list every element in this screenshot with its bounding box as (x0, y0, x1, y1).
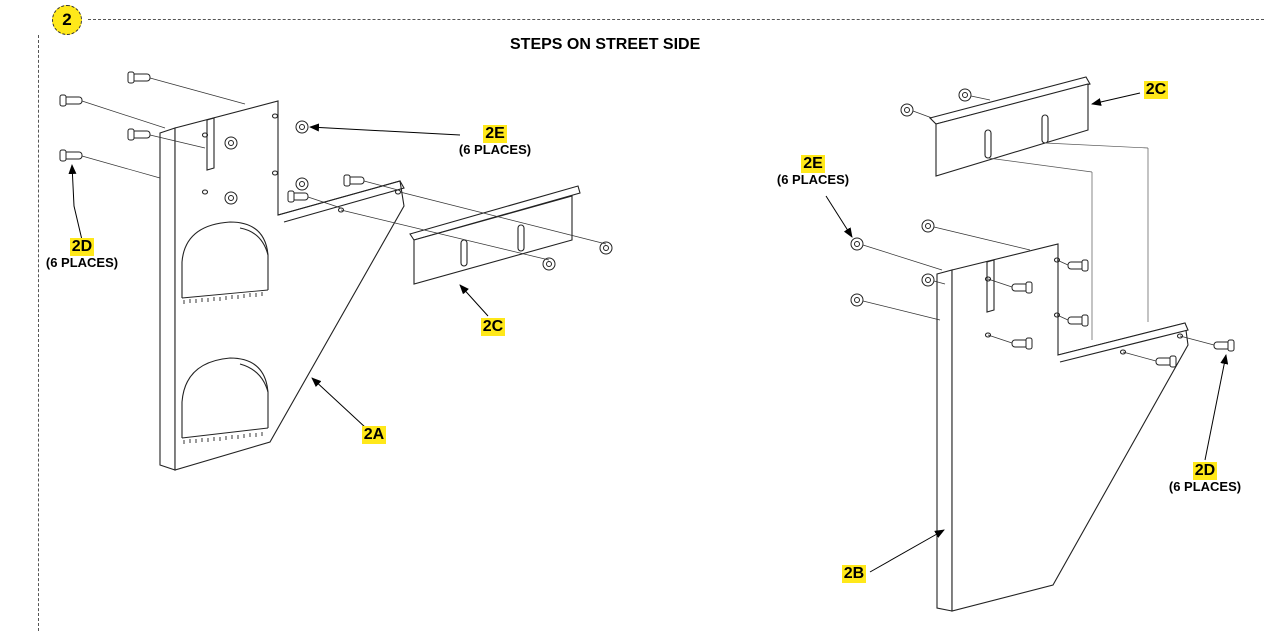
assembly-lines-right-long (987, 142, 1149, 340)
frame-border-top (88, 19, 1264, 20)
callout-id: 2E (483, 125, 507, 144)
callout-2e-left: 2E (6 PLACES) (440, 125, 550, 158)
leader-arrows-right (825, 92, 1229, 573)
bolts-2d-left (59, 71, 365, 203)
callout-2e-right: 2E (6 PLACES) (758, 155, 868, 188)
frame-border-left (38, 35, 39, 631)
bracket-2c-left (409, 185, 581, 285)
callout-id: 2B (841, 565, 867, 584)
nuts-2e-left (224, 120, 613, 271)
callout-id: 2A (361, 426, 387, 445)
diagram-title: STEPS ON STREET SIDE (510, 36, 701, 53)
callout-2c-right: 2C (1136, 81, 1176, 100)
bracket-2a (159, 100, 405, 471)
callout-id: 2C (1143, 81, 1169, 100)
bolts-2d-right (1011, 259, 1235, 368)
nuts-2e-right (850, 88, 972, 307)
callout-note: (6 PLACES) (1168, 479, 1242, 495)
callout-id: 2D (1192, 462, 1218, 481)
bracket-2c-right (928, 76, 1091, 177)
callout-2c-left: 2C (473, 318, 513, 337)
callout-id: 2D (69, 238, 95, 257)
assembly-lines-right (862, 95, 1215, 362)
callout-note: (6 PLACES) (45, 255, 119, 271)
callout-note: (6 PLACES) (776, 172, 850, 188)
callout-2d-left: 2D (6 PLACES) (32, 238, 132, 271)
step-number-badge: 2 (52, 5, 82, 35)
callout-note: (6 PLACES) (458, 142, 532, 158)
bracket-2b (936, 243, 1189, 612)
callout-id: 2E (801, 155, 825, 174)
leader-arrows-left (68, 123, 489, 429)
callout-id: 2C (480, 318, 506, 337)
callout-2b: 2B (834, 565, 874, 584)
assembly-lines-left (81, 77, 607, 261)
callout-2d-right: 2D (6 PLACES) (1150, 462, 1260, 495)
callout-2a: 2A (354, 426, 394, 445)
